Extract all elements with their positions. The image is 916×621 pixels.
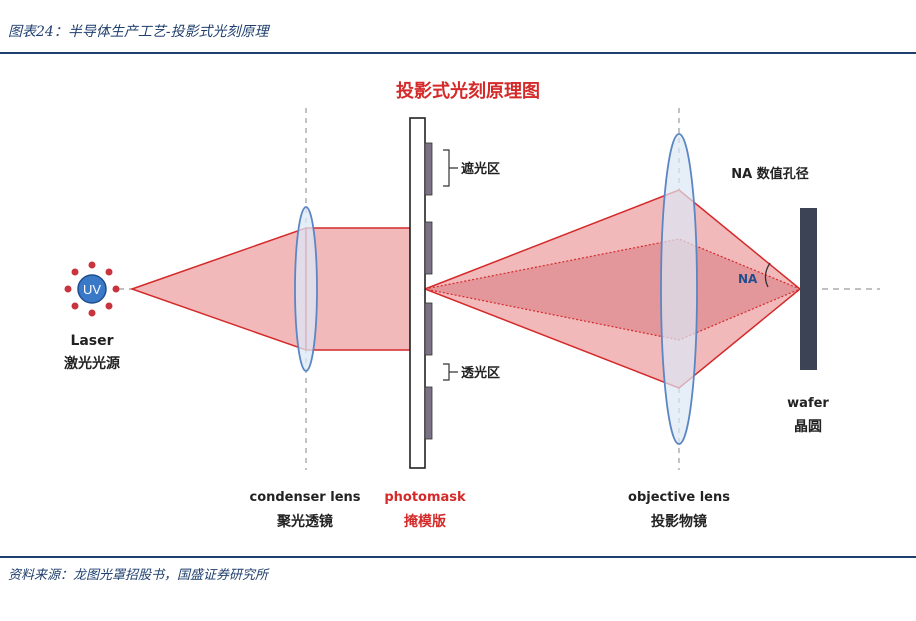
illumination-cone <box>129 226 307 352</box>
header-rule <box>0 52 916 54</box>
mask-pad <box>424 386 433 440</box>
mask-pad <box>424 302 433 356</box>
photomask-label-en: photomask <box>384 490 466 505</box>
objective-label-en: objective lens <box>628 490 730 505</box>
mask-pad <box>424 221 433 275</box>
clear-region-bracket <box>443 363 458 381</box>
condenser-label-zh: 聚光透镜 <box>276 513 333 530</box>
condenser-label-en: condenser lens <box>249 490 360 505</box>
wafer-label-en: wafer <box>787 396 829 411</box>
wafer-label-zh: 晶圆 <box>794 419 822 435</box>
mask-region-label: 遮光区 <box>461 161 500 177</box>
collimated-beam <box>305 227 411 351</box>
na-angle-label: NA <box>738 272 758 286</box>
uv-source-icon <box>64 261 120 317</box>
mask-pad <box>424 142 433 196</box>
laser-label-zh: 激光光源 <box>64 355 120 372</box>
mask-region-bracket <box>443 149 458 187</box>
source-note: 资料来源：龙图光罩招股书，国盛证券研究所 <box>8 568 269 583</box>
figure-caption: 图表24：半导体生产工艺-投影式光刻原理 <box>8 24 269 40</box>
footer-rule <box>0 556 916 558</box>
diagram-title: 投影式光刻原理图 <box>396 80 540 102</box>
na-label: NA 数值孔径 <box>731 166 808 182</box>
laser-label-en: Laser <box>70 333 113 349</box>
condenser-lens <box>294 206 318 372</box>
objective-lens <box>660 133 698 445</box>
wafer-plate <box>800 208 817 370</box>
photomask-label-zh: 掩模版 <box>404 513 446 530</box>
objective-label-zh: 投影物镜 <box>651 513 707 530</box>
na-angle-arc <box>764 262 771 288</box>
photomask-plate <box>409 117 426 469</box>
uv-badge-label: UV <box>83 282 101 297</box>
clear-region-label: 透光区 <box>461 365 500 381</box>
